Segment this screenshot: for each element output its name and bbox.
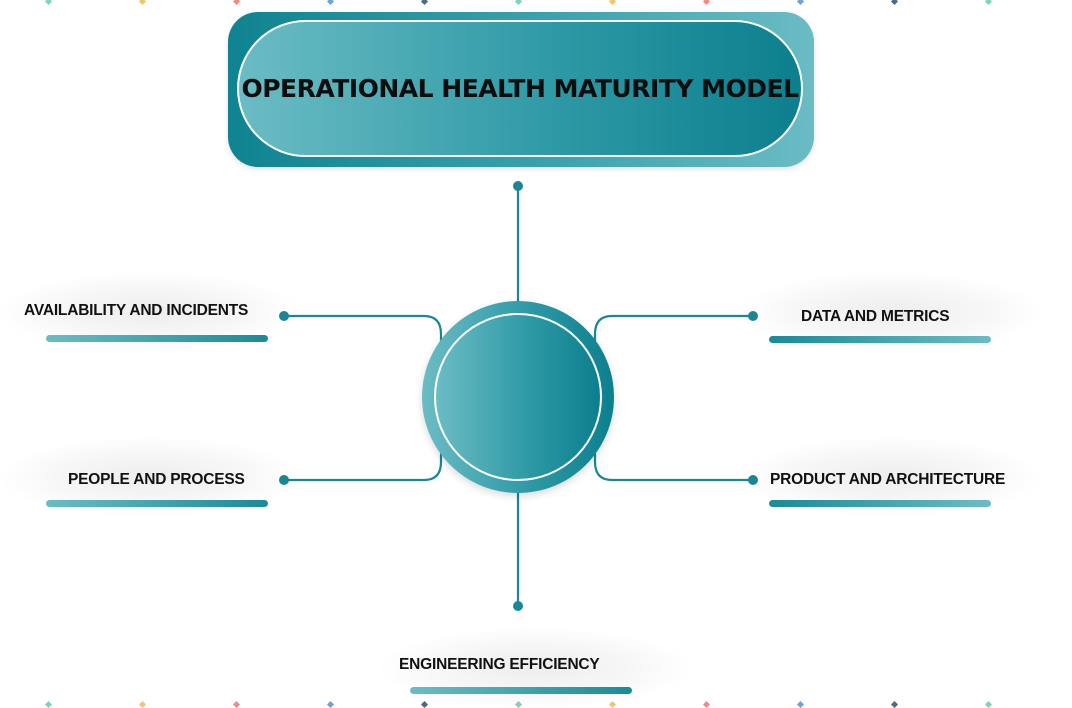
center-hub — [434, 313, 602, 481]
node-people-bar — [46, 500, 268, 507]
node-availability-bar — [46, 335, 268, 342]
connector-data — [593, 314, 755, 344]
node-product-bar — [769, 500, 991, 507]
node-product-label: PRODUCT AND ARCHITECTURE — [770, 471, 1006, 488]
node-availability-label: AVAILABILITY AND INCIDENTS — [24, 302, 249, 319]
connector-dot-people — [279, 475, 289, 485]
node-engineering-bar — [410, 687, 632, 694]
connector-people — [282, 452, 443, 482]
node-shadow — [380, 628, 690, 708]
connector-product — [593, 452, 755, 482]
node-people-label: PEOPLE AND PROCESS — [68, 471, 245, 488]
node-data-bar — [769, 336, 991, 343]
connector-dot-product — [748, 475, 758, 485]
node-data-label: DATA AND METRICS — [801, 308, 950, 325]
node-engineering-label: ENGINEERING EFFICIENCY — [399, 656, 600, 673]
diagram-title: OPERATIONAL HEALTH MATURITY MODEL — [241, 74, 799, 103]
connector-dot-bottom — [513, 601, 523, 611]
connector-dot-data — [748, 311, 758, 321]
connector-dot-availability — [279, 311, 289, 321]
title-banner: OPERATIONAL HEALTH MATURITY MODEL — [237, 20, 803, 157]
connector-dot-top — [513, 181, 523, 191]
connector-availability — [282, 314, 443, 344]
